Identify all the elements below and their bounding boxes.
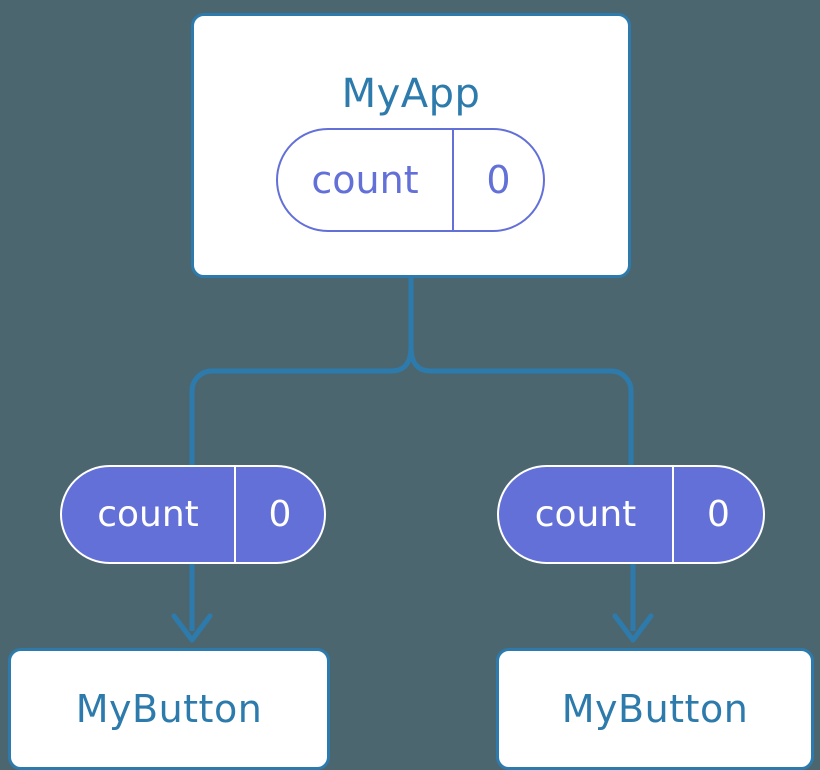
arrow-head-left-icon	[171, 613, 213, 643]
state-pill-left-key: count	[97, 494, 199, 535]
state-pill-left-value: 0	[234, 467, 324, 562]
component-node-mybutton-left[interactable]: MyButton	[8, 648, 330, 770]
connector-fork-right	[408, 345, 634, 465]
component-node-mybutton-right[interactable]: MyButton	[496, 648, 814, 770]
state-pill-myapp-key: count	[311, 158, 419, 202]
connector-fork-left	[189, 345, 414, 465]
state-pill-myapp[interactable]: count 0	[276, 128, 545, 232]
state-pill-right-key: count	[534, 494, 637, 535]
state-pill-right[interactable]: count 0	[497, 465, 765, 564]
component-title-myapp: MyApp	[341, 71, 481, 117]
arrow-head-right-icon	[612, 613, 654, 643]
state-pill-myapp-value: 0	[452, 130, 543, 230]
state-pill-left[interactable]: count 0	[60, 465, 326, 564]
component-title-mybutton-right: MyButton	[561, 687, 749, 731]
component-title-mybutton-left: MyButton	[75, 687, 263, 731]
state-pill-right-value: 0	[672, 467, 763, 562]
